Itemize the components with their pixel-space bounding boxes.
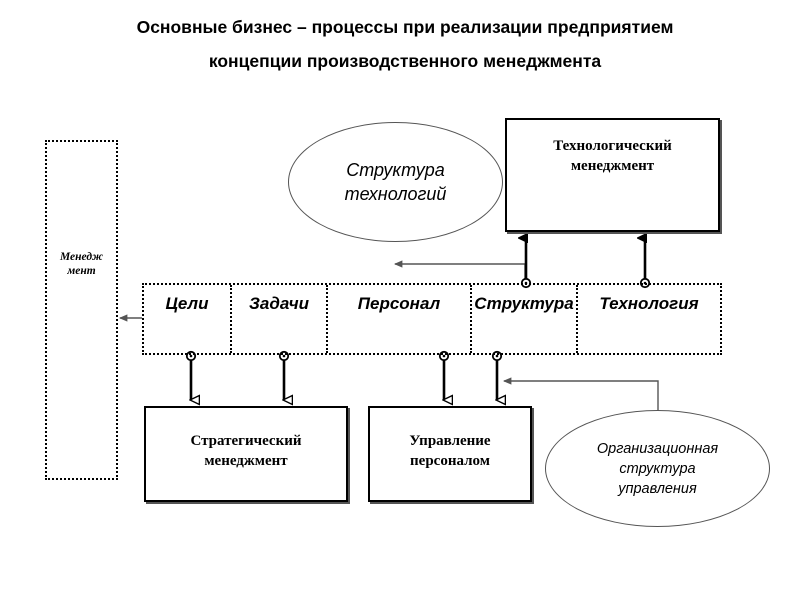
- connector-goals-to-strategic-management: [185, 350, 195, 400]
- connector-tasks-to-strategic-management: [278, 350, 288, 400]
- resource-cell-personnel[interactable]: Персонал: [328, 285, 472, 353]
- strategic-management-line-2: менеджмент: [204, 453, 288, 469]
- management-label-line-1: Менедж: [59, 251, 104, 263]
- tech-management-box[interactable]: Технологический менеджмент: [505, 118, 720, 232]
- connector-technology-to-tech-management: [641, 238, 651, 289]
- resource-row: Цели Задачи Персонал Структура Технологи…: [142, 283, 722, 355]
- strategic-management-line-1: Стратегический: [190, 433, 302, 449]
- resource-cell-tasks[interactable]: Задачи: [232, 285, 328, 353]
- tech-management-line-1: Технологический: [553, 138, 672, 154]
- personnel-management-box[interactable]: Управление персоналом: [368, 406, 532, 502]
- personnel-management-line-2: персоналом: [410, 453, 490, 469]
- management-container: [45, 140, 118, 480]
- resource-cell-technology[interactable]: Технология: [599, 294, 699, 313]
- personnel-management-line-1: Управление: [409, 433, 491, 449]
- page-title-line-1: Основные бизнес – процессы при реализаци…: [136, 17, 674, 37]
- tech-management-box-text: Технологический менеджмент: [553, 120, 672, 176]
- resource-cell-goals[interactable]: Цели: [144, 285, 232, 353]
- tech-structure-line-2: технологий: [344, 184, 447, 204]
- resource-cell-structure[interactable]: Структура: [472, 285, 578, 353]
- tech-structure-ellipse-text: Структура технологий: [345, 158, 447, 206]
- org-structure-line-2: структура: [619, 460, 696, 477]
- strategic-management-box-text: Стратегический менеджмент: [190, 408, 301, 471]
- personnel-management-box-text: Управление персоналом: [409, 408, 490, 471]
- org-structure-line-1: Организационная: [596, 440, 719, 457]
- page-title: Основные бизнес – процессы при реализаци…: [60, 10, 750, 78]
- connector-structure-to-tech-management: [522, 238, 532, 289]
- org-structure-ellipse[interactable]: Организационная структура управления: [545, 410, 770, 527]
- connector-personnel-to-personnel-management: [438, 350, 448, 400]
- tech-structure-line-1: Структура: [346, 160, 445, 180]
- connector-org-structure-to-structure: [504, 381, 659, 412]
- page-title-line-2: концепции производственного менеджмента: [208, 51, 602, 71]
- strategic-management-box[interactable]: Стратегический менеджмент: [144, 406, 348, 502]
- tech-management-line-2: менеджмент: [570, 158, 655, 174]
- tech-structure-ellipse[interactable]: Структура технологий: [288, 122, 503, 242]
- management-container-label: Менедж мент: [45, 250, 118, 278]
- org-structure-ellipse-text: Организационная структура управления: [597, 439, 718, 499]
- org-structure-line-3: управления: [618, 480, 697, 497]
- management-label-line-2: мент: [67, 265, 96, 277]
- connector-structure-to-personnel-management: [491, 350, 501, 400]
